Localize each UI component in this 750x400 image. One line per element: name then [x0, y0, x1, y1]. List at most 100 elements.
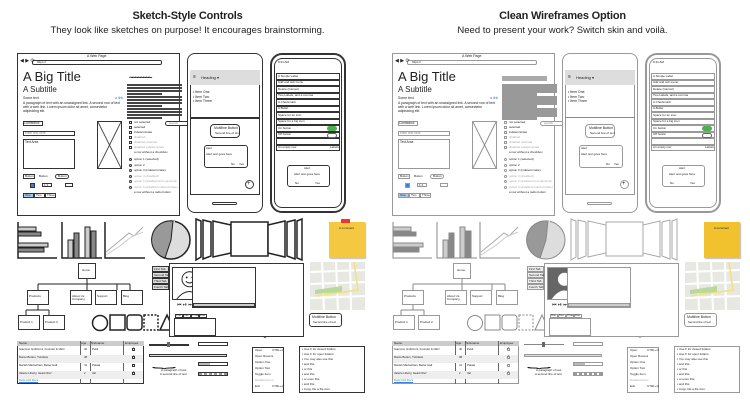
nav-icons[interactable]: ◀ ▶ ⟳ [395, 58, 410, 64]
vertical-tab[interactable] [527, 272, 544, 278]
android-heading[interactable]: Heading ▾ [576, 75, 595, 80]
sitemap-node[interactable] [496, 290, 518, 305]
tree-item[interactable]: ▪ Copy, ble a file icon [677, 387, 705, 391]
android-list-item[interactable]: • Item One [568, 90, 585, 94]
sitemap-node[interactable] [95, 290, 117, 305]
table-row[interactable] [651, 86, 715, 93]
tab-three[interactable] [191, 314, 199, 318]
radio-button[interactable] [504, 180, 507, 183]
checkbox[interactable] [504, 141, 507, 144]
menu-item[interactable]: Open Recent [630, 354, 648, 358]
page-link[interactable]: a link [115, 96, 124, 100]
alert-no[interactable]: No [295, 181, 299, 185]
table-row[interactable] [651, 99, 715, 106]
table-row[interactable] [276, 125, 340, 132]
combobox[interactable] [398, 121, 418, 126]
tree-item[interactable]: ▪ You may also use this [677, 357, 708, 361]
fab-button[interactable] [245, 180, 254, 189]
segment-two[interactable] [409, 193, 420, 198]
grid-checkbox[interactable] [507, 356, 510, 359]
menu-item[interactable]: Toggle Item [255, 372, 271, 376]
tree-item[interactable]: ▪ or even this [677, 377, 695, 381]
android-list-item[interactable]: • Item One [193, 90, 210, 94]
map[interactable] [684, 261, 741, 311]
table-row[interactable] [651, 92, 715, 99]
media-controls[interactable]: ⏮ ⏯ ⏭ [177, 302, 193, 308]
pill-button[interactable] [55, 174, 69, 179]
grid-checkbox[interactable] [507, 364, 510, 367]
radio-button[interactable] [129, 174, 132, 178]
table-row[interactable] [651, 79, 715, 86]
toggle-on[interactable] [702, 126, 712, 131]
menu-item[interactable]: Option One [255, 360, 271, 364]
segment-one[interactable] [23, 193, 34, 198]
pill-button[interactable] [430, 174, 444, 179]
text-area[interactable] [398, 139, 450, 169]
checkbox[interactable] [129, 141, 132, 144]
tree-item[interactable]: ▪ You may also use this [302, 357, 333, 361]
page-link[interactable]: a link [490, 96, 499, 100]
grid-checkbox[interactable] [132, 364, 135, 367]
tab-four[interactable] [199, 314, 207, 318]
checkbox[interactable] [129, 126, 132, 129]
video-progress[interactable] [193, 303, 255, 307]
sitemap-node[interactable] [402, 290, 424, 305]
text-input[interactable] [23, 131, 75, 136]
table-row[interactable] [651, 131, 715, 138]
map[interactable] [309, 261, 366, 311]
radio-button[interactable] [504, 163, 507, 167]
table-row[interactable] [651, 138, 715, 145]
grid-header-cell[interactable]: Age [81, 341, 87, 345]
table-row[interactable] [276, 86, 340, 93]
radio-button[interactable] [504, 185, 507, 189]
grid-checkbox[interactable] [132, 348, 135, 351]
tree-item[interactable]: ▪ or even this [302, 377, 320, 381]
date-field[interactable] [42, 183, 52, 187]
color-picker[interactable] [30, 183, 35, 188]
table-row[interactable] [276, 105, 340, 112]
table-row[interactable] [651, 73, 715, 80]
segment-three[interactable] [420, 193, 431, 198]
color-picker[interactable] [405, 183, 410, 188]
segment-three[interactable] [45, 193, 56, 198]
android-list-item[interactable]: • Item Three [568, 99, 588, 103]
nav-icons[interactable]: ◀ ▶ ⟳ [20, 58, 35, 64]
vertical-tab[interactable] [152, 272, 169, 278]
grid-header-cell[interactable]: Name [19, 341, 28, 345]
android-heading[interactable]: Heading ▾ [201, 75, 220, 80]
dropdown-mini[interactable] [198, 342, 228, 346]
radio-button[interactable] [129, 185, 132, 189]
sitemap-node[interactable] [70, 290, 92, 305]
menu-icon[interactable]: ≡ [568, 74, 571, 80]
multiline-button[interactable] [585, 124, 615, 138]
vertical-tab[interactable] [527, 278, 544, 284]
menu-item[interactable]: Option Two [255, 366, 271, 370]
scrollbar-h[interactable] [149, 354, 227, 357]
tree-item[interactable]: ▪ Use F for closed folders [302, 347, 336, 351]
menu-item[interactable]: Disabled Item [630, 378, 649, 382]
menu-item[interactable]: Exit [255, 384, 261, 388]
menu-item[interactable]: Option Two [630, 366, 646, 370]
menu-icon[interactable]: ≡ [193, 74, 196, 80]
alert-no[interactable]: No [231, 162, 235, 166]
tree-item[interactable]: ▪ and this [677, 372, 690, 376]
sitemap-home[interactable] [453, 263, 471, 279]
address-bar[interactable] [407, 60, 537, 65]
radio-button[interactable] [504, 174, 507, 178]
alert-no[interactable]: No [606, 162, 610, 166]
slider-thumb[interactable] [542, 342, 545, 347]
tree-item[interactable]: ▪ or this [302, 367, 313, 371]
menu-item[interactable]: Open [255, 348, 263, 352]
menu-item[interactable]: Exit [630, 384, 636, 388]
tree-item[interactable]: ▪ Use F for open folders [677, 352, 709, 356]
radio-button[interactable] [504, 169, 507, 172]
link-button[interactable]: Button [414, 174, 423, 178]
alert-no[interactable]: No [670, 181, 674, 185]
radio-button[interactable] [129, 163, 132, 167]
segment-two[interactable] [34, 193, 45, 198]
text-area[interactable] [23, 139, 75, 169]
android-list-item[interactable]: • Item Three [193, 99, 213, 103]
sitemap-node[interactable] [445, 290, 467, 305]
scrollbar-h[interactable] [524, 354, 602, 357]
menu-item[interactable]: Open [630, 348, 638, 352]
